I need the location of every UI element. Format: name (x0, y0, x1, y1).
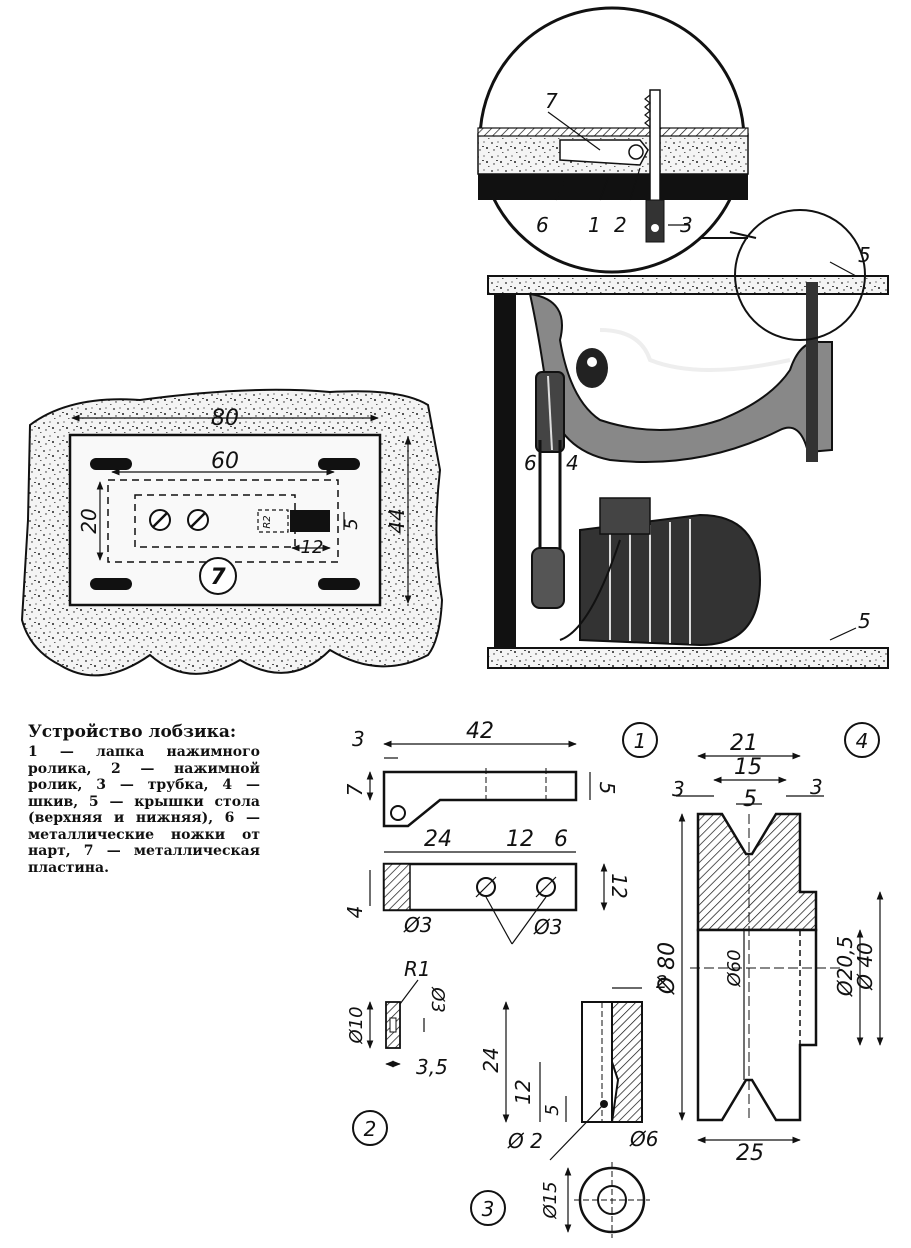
screw-head (187, 509, 209, 531)
part1-side-view (382, 770, 578, 828)
part2-callout-circle (352, 1110, 388, 1146)
part4-pulley-drawing: 21 15 5 3 3 Ø 80 Ø60 Ø20,5 Ø 40 25 4 (655, 722, 884, 1166)
detail-label-tube: 3 (680, 213, 693, 237)
part3-tube-drawing: 2 24 12 5 Ø 2 Ø6 Ø15 3 (470, 972, 667, 1238)
label-pulley: 4 (566, 451, 579, 475)
dim-slot-height: 5 (341, 518, 362, 529)
bottom-cover (487, 647, 889, 669)
detail-plate (477, 127, 749, 137)
dim-part3-slot: 12 (511, 1079, 535, 1104)
mounting-slot (318, 458, 360, 470)
detail-leg-band (478, 174, 748, 200)
dim-part4-rim-left: 3 (672, 777, 685, 801)
dim-part4-rim-right: 3 (810, 775, 823, 799)
machine-saw-holder (806, 282, 818, 462)
dim-part1-offset: 3 (352, 727, 365, 751)
dim-part1-hole1: Ø3 (403, 913, 432, 937)
dim-part2-bore: Ø3 (427, 986, 448, 1013)
part3-tube-section (610, 1001, 643, 1123)
dim-part1-depth: 12 (607, 873, 631, 898)
dim-part4-inner: Ø60 (724, 949, 745, 987)
detail-label-foot: 1 (588, 213, 601, 237)
dim-part3-length: 24 (479, 1047, 503, 1072)
dim-part2-diameter: Ø10 (346, 1006, 367, 1044)
label-bottom-cover: 5 (858, 609, 871, 633)
dim-part1-height-left: 7 (343, 783, 367, 796)
dim-part4-hub-outer: Ø 40 (853, 942, 877, 991)
dim-part2-width: 3,5 (416, 1055, 448, 1079)
dim-part4-groove: 15 (734, 755, 762, 780)
dim-part1-length: 42 (466, 719, 494, 744)
detail-zone-circle (734, 209, 866, 341)
plate-top-view: 80 60 20 44 5 12 R2 7 (20, 388, 444, 677)
dim-part3-wall: 2 (656, 972, 667, 993)
detail-label-roller: 2 (614, 213, 627, 237)
dim-part4-bottom-groove: 5 (743, 787, 757, 812)
leg-post (494, 294, 516, 648)
part1-callout-circle (622, 722, 658, 758)
detail-label-legs: 6 (536, 213, 549, 237)
detail-label-plate: 7 (545, 89, 558, 113)
mounting-slot (90, 458, 132, 470)
dim-part4-width: 25 (736, 1141, 764, 1166)
label-legs: 6 (524, 451, 537, 475)
plate-callout-circle (199, 557, 237, 595)
dim-part1-left: 4 (343, 906, 367, 919)
screw-head (149, 509, 171, 531)
dim-part3-hole: Ø 2 (507, 1129, 543, 1153)
caption-title: Устройство лобзика: (28, 722, 237, 742)
dim-part3-hole-pos: 5 (542, 1104, 563, 1115)
dim-part1-a: 24 (424, 827, 452, 852)
plate-callout-label: 7 (210, 565, 226, 590)
dim-part1-height-right: 5 (595, 782, 619, 795)
dim-part4-hub: Ø20,5 (833, 936, 857, 997)
mounting-slot (90, 578, 132, 590)
dim-plate-holes: 60 (211, 449, 239, 474)
dim-part3-outer: Ø6 (629, 1127, 658, 1151)
detail-roller (628, 144, 644, 160)
part3-callout-label: 3 (482, 1197, 495, 1221)
part3-callout-circle (470, 1190, 506, 1226)
dim-part1-c: 6 (554, 827, 568, 852)
part1-foot-drawing: 42 3 7 5 24 12 6 12 4 Ø3 Ø3 1 (343, 719, 658, 945)
dim-part4-outer: Ø 80 (655, 942, 680, 995)
top-cover (487, 275, 889, 295)
caption-body: 1 — лапка нажимного ролика, 2 — нажимной… (28, 744, 260, 876)
dim-part2-radius: R1 (404, 957, 431, 981)
part4-callout-label: 4 (856, 729, 869, 753)
dim-slot-width: 12 (301, 537, 324, 558)
part1-callout-label: 1 (634, 729, 647, 753)
dim-part3-flange: Ø15 (540, 1181, 561, 1219)
dim-slot-radius: R2 (262, 515, 273, 528)
blade-slot (290, 510, 330, 532)
detail-foot (559, 139, 649, 166)
part4-callout-circle (844, 722, 880, 758)
dim-plate-height: 44 (385, 508, 409, 533)
sewing-machine-arm (528, 292, 833, 463)
part2-roller-drawing: R1 Ø3 Ø10 3,5 2 (346, 957, 448, 1146)
part4-lower-view (696, 928, 818, 1122)
detail-magnifier: 7 6 1 2 3 (477, 6, 757, 274)
part2-callout-label: 2 (364, 1117, 377, 1141)
label-top-cover: 5 (858, 243, 871, 267)
detail-tube (645, 199, 665, 243)
machine-flywheel-hub (576, 348, 608, 388)
motor-pulley (531, 547, 565, 609)
mounting-slot (318, 578, 360, 590)
dim-part4-top: 21 (730, 731, 758, 756)
dim-plate-height-inner: 20 (77, 508, 101, 533)
dim-part1-b: 12 (506, 827, 534, 852)
part4-upper-section (696, 812, 818, 932)
dim-plate-width: 80 (211, 406, 239, 431)
machine-side-view: 5 5 4 6 (487, 209, 889, 669)
dim-part1-hole2: Ø3 (533, 915, 562, 939)
